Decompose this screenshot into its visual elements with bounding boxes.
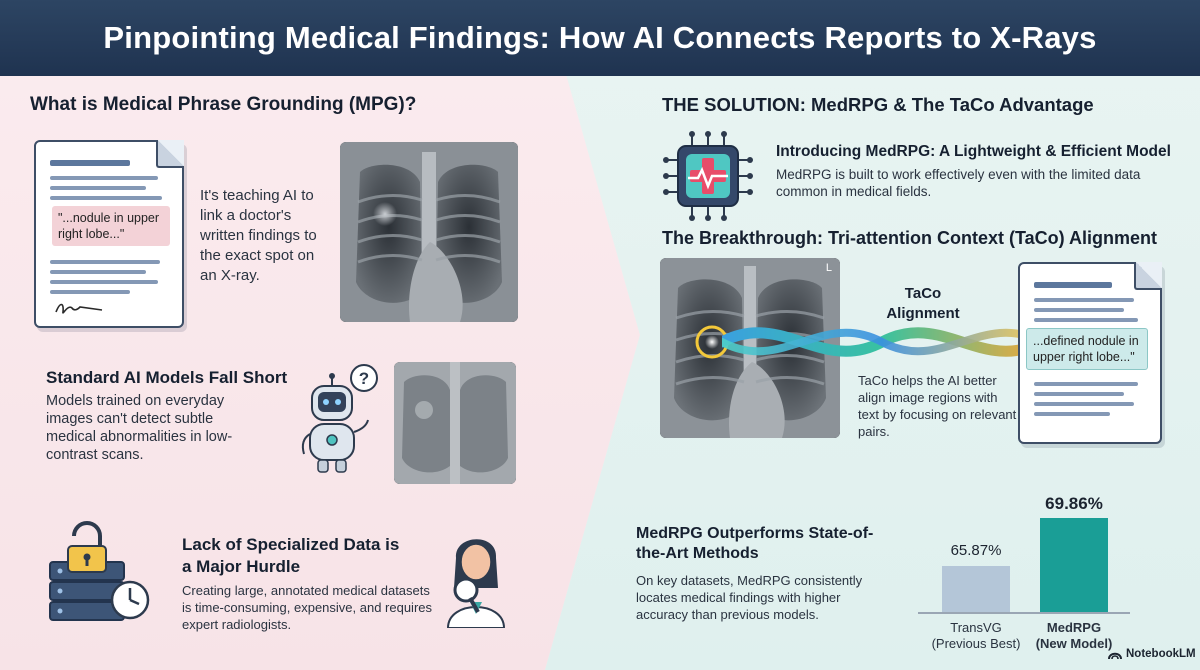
taco-description: TaCo helps the AI better align image reg… — [858, 373, 1017, 439]
bar-category-line: (Previous Best) — [931, 636, 1021, 651]
solution-title: THE SOLUTION: MedRPG & The TaCo Advantag… — [662, 94, 1094, 115]
bar-category-line: (New Model) — [1035, 636, 1113, 651]
page-title: Pinpointing Medical Findings: How AI Con… — [103, 20, 1097, 55]
results-title: MedRPG Outperforms State-of-the-Art Meth… — [636, 525, 874, 562]
ai-chip-icon — [663, 131, 753, 221]
data-hurdle-description: Creating large, annotated medical datase… — [182, 583, 433, 632]
chart-baseline — [918, 612, 1130, 614]
taco-chest-xray-image: L — [660, 258, 840, 438]
notebooklm-logo-icon — [1108, 652, 1122, 660]
data-hurdle-title: Lack of Specialized Data is a Major Hurd… — [182, 535, 400, 576]
mpg-description: It's teaching AI to link a doctor's writ… — [200, 187, 317, 284]
results-description: On key datasets, MedRPG consistently loc… — [636, 573, 863, 622]
taco-report-quote-highlight: ...defined nodule in upper right lobe...… — [1026, 328, 1148, 370]
bar-value-label: 65.87% — [950, 541, 1002, 559]
title-banner: Pinpointing Medical Findings: How AI Con… — [0, 0, 1200, 76]
medrpg-intro-title: Introducing MedRPG: A Lightweight & Effi… — [776, 143, 1171, 160]
bar-category-label: MedRPG(New Model) — [1019, 620, 1129, 652]
medrpg-intro-description: MedRPG is built to work effectively even… — [776, 167, 1141, 199]
signature-icon — [55, 303, 103, 314]
bar-medrpg — [1040, 517, 1108, 612]
taco-alignment-ribbon — [722, 327, 1042, 357]
standard-ai-description: Models trained on everyday images can't … — [46, 393, 233, 463]
report-quote-highlight: "...nodule in upper right lobe..." — [52, 206, 170, 246]
bar-value-label: 69.86% — [1045, 493, 1103, 513]
bar-category-line: TransVG — [950, 620, 1002, 635]
accuracy-bar-chart: 65.87% TransVG(Previous Best) 69.86% MedRPG… — [918, 486, 1130, 662]
bar-category-label: TransVG(Previous Best) — [921, 620, 1031, 652]
bar-category-line: MedRPG — [1046, 620, 1102, 635]
mpg-title: What is Medical Phrase Grounding (MPG)? — [30, 94, 417, 115]
radiologist-icon — [446, 539, 506, 628]
xray-side-marker: L — [825, 262, 832, 274]
bar-transvg — [942, 565, 1010, 612]
database-lock-icon — [49, 521, 150, 621]
low-contrast-xray-image — [394, 362, 516, 484]
robot-question-bubble: ? — [359, 369, 369, 388]
brand-name: NotebookLM — [1126, 648, 1196, 660]
confused-robot-icon: ? — [301, 364, 378, 473]
chest-xray-image — [340, 142, 518, 322]
breakthrough-title: The Breakthrough: Tri-attention Context … — [662, 228, 1157, 248]
taco-alignment-label: TaCo Alignment — [886, 285, 960, 322]
standard-ai-title: Standard AI Models Fall Short — [46, 368, 288, 387]
notebooklm-brand: NotebookLM — [1108, 648, 1196, 660]
